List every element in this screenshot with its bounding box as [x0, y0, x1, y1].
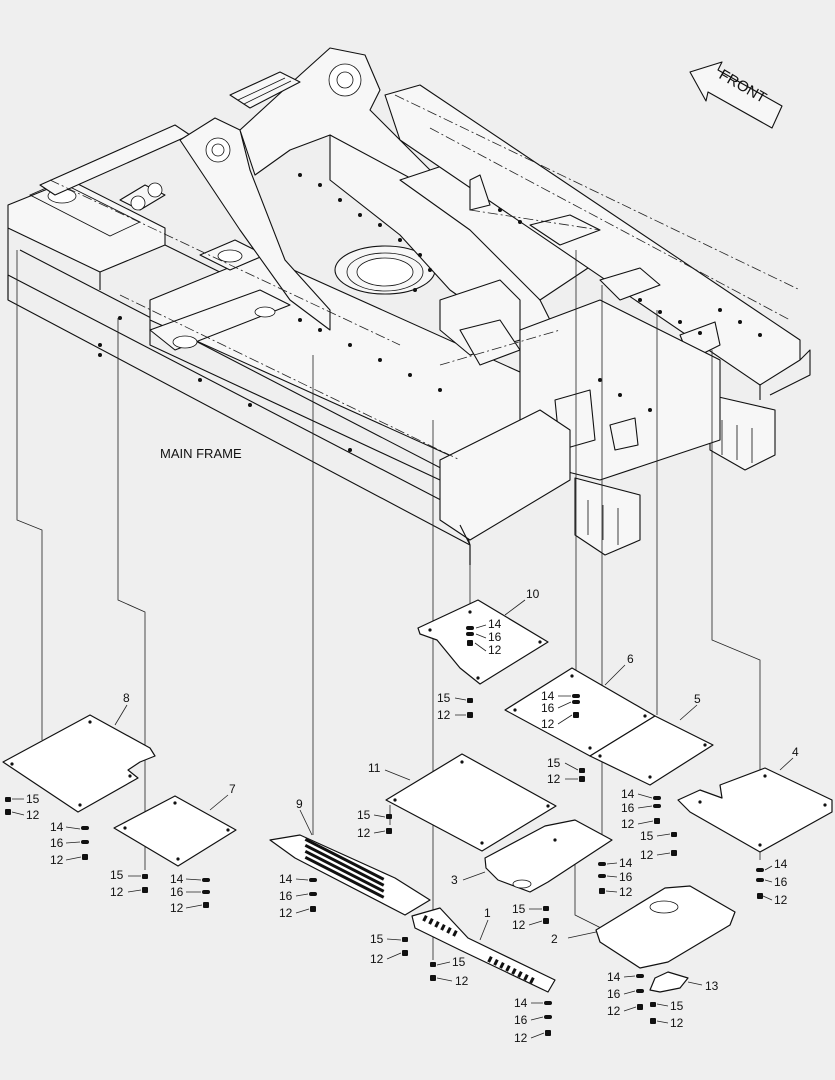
hw-label: 12	[279, 906, 293, 920]
hw-label: 12	[541, 717, 555, 731]
front-arrow-icon: FRONT	[689, 61, 783, 129]
hw-label: 15	[437, 691, 451, 705]
plate-10	[417, 599, 549, 685]
hw-label: 12	[514, 1031, 528, 1045]
callout-labels: 10 6 5 4 8 7 9 11 3 1 2 13	[123, 587, 799, 993]
alignment-lines	[16, 94, 801, 960]
hw-label: 12	[26, 808, 40, 822]
callout-part-2: 2	[551, 932, 558, 946]
hw-label: 12	[110, 885, 124, 899]
hw-label: 12	[170, 901, 184, 915]
callout-part-1: 1	[484, 906, 491, 920]
callout-part-7: 7	[229, 782, 236, 796]
callout-part-5: 5	[694, 692, 701, 706]
hw-label: 16	[541, 701, 555, 715]
hw-label: 12	[357, 826, 371, 840]
hw-label: 12	[547, 772, 561, 786]
callout-part-6: 6	[627, 652, 634, 666]
callout-part-11: 11	[368, 761, 381, 775]
hw-label: 15	[547, 756, 561, 770]
hw-label: 12	[455, 974, 469, 988]
hw-label: 15	[110, 868, 124, 882]
main-frame-label: MAIN FRAME	[160, 446, 242, 461]
hw-label: 15	[370, 932, 384, 946]
hw-label: 14	[774, 857, 788, 871]
plate-2	[567, 885, 736, 969]
hw-label: 16	[488, 630, 502, 644]
hw-label: 12	[50, 853, 64, 867]
hw-label: 12	[621, 817, 635, 831]
callout-part-10: 10	[526, 587, 540, 601]
callout-part-8: 8	[123, 691, 130, 705]
hw-label: 16	[279, 889, 293, 903]
hw-label: 12	[619, 885, 633, 899]
hw-label: 14	[607, 970, 621, 984]
fastener-symbols	[5, 626, 764, 1036]
hw-label: 14	[488, 617, 502, 631]
callout-part-3: 3	[451, 873, 458, 887]
callout-part-13: 13	[705, 979, 719, 993]
main-frame-drawing: MAIN FRAME	[7, 47, 811, 565]
plate-1	[411, 907, 556, 993]
hw-label: 15	[640, 829, 654, 843]
hw-label: 16	[619, 870, 633, 884]
plate-9	[269, 809, 431, 916]
plate-8	[2, 704, 156, 813]
hw-label: 16	[50, 836, 64, 850]
plate-4	[677, 757, 833, 853]
hw-label: 15	[357, 808, 371, 822]
callout-part-9: 9	[296, 797, 303, 811]
hw-label: 15	[26, 792, 40, 806]
hw-label: 12	[370, 952, 384, 966]
hw-label: 12	[774, 893, 788, 907]
hardware-labels: 14 16 12 15 12 14 16 12 15 12 14 16 12 1…	[11, 617, 788, 1045]
hw-label: 14	[619, 856, 633, 870]
hw-label: 16	[774, 875, 788, 889]
hw-label: 12	[437, 708, 451, 722]
hw-label: 15	[670, 999, 684, 1013]
callout-part-4: 4	[792, 745, 799, 759]
plate-11	[384, 753, 557, 852]
hw-label: 12	[488, 643, 502, 657]
hw-label: 16	[607, 987, 621, 1001]
hw-label: 15	[452, 955, 466, 969]
hw-label: 14	[50, 820, 64, 834]
hw-label: 14	[621, 787, 635, 801]
plate-13	[649, 971, 703, 993]
hw-label: 16	[514, 1013, 528, 1027]
hw-label: 14	[279, 872, 293, 886]
hw-label: 12	[607, 1004, 621, 1018]
plate-3	[462, 819, 613, 893]
hw-label: 12	[670, 1016, 684, 1030]
hw-label: 16	[170, 885, 184, 899]
hw-label: 12	[512, 918, 526, 932]
hw-label: 14	[541, 689, 555, 703]
hw-label: 12	[640, 848, 654, 862]
hw-label: 14	[170, 872, 184, 886]
hw-label: 15	[512, 902, 526, 916]
hw-label: 14	[514, 996, 528, 1010]
plate-5	[589, 704, 714, 786]
plate-7	[113, 794, 237, 867]
hw-label: 16	[621, 801, 635, 815]
